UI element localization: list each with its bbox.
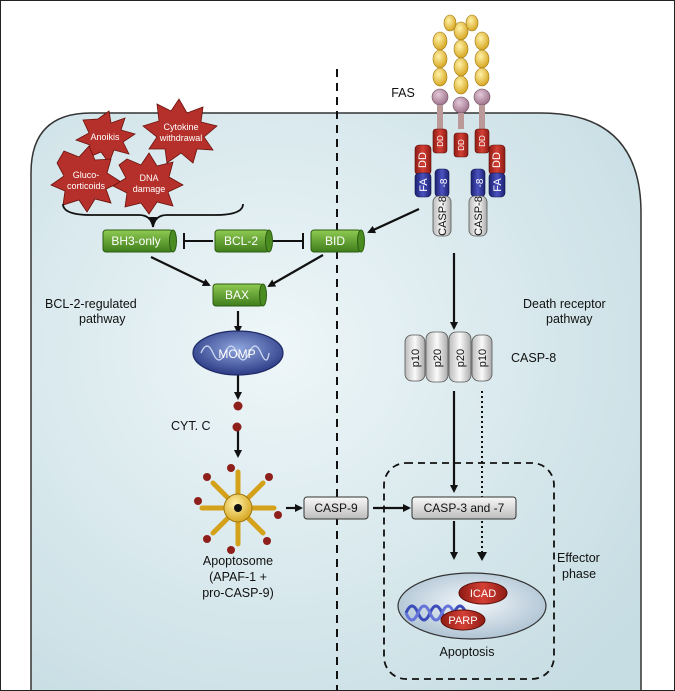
cytokine-label-1: Cytokine (163, 122, 198, 132)
dna-label-2: damage (133, 184, 166, 194)
casp8-dimer-right: CASP-8 (473, 196, 485, 236)
bid-label: BID (325, 234, 345, 248)
cytc-label: CYT. C (171, 419, 211, 433)
dotted-arrow (477, 391, 487, 561)
icad-label: ICAD (470, 588, 496, 600)
subunit-2: p20 (432, 349, 444, 367)
cytokine-label-2: withdrawal (159, 133, 203, 143)
casp8-active: p10 p20 p20 p10 (404, 331, 493, 383)
bcl2-node: BCL-2 (214, 229, 273, 253)
bcl2-pathway-label-2: pathway (79, 312, 126, 326)
bcl2-inhibitions (183, 233, 304, 249)
death-pathway-label-2: pathway (546, 312, 593, 326)
glucocorticoids-star (50, 145, 122, 213)
fas-receptor: DD DD DD DD DD FA FA -8 -8 CASP-8 CASP-8 (414, 14, 506, 237)
bcl2-pathway-label-1: BCL-2-regulated (45, 297, 137, 311)
cell-body (30, 112, 642, 690)
parp-label: PARP (448, 615, 477, 627)
fa-left: FA (418, 178, 430, 192)
bh3-node: BH3-only (102, 229, 177, 253)
bid-node: BID (310, 229, 365, 253)
cytokine-star (142, 98, 218, 164)
apoptosome (194, 464, 282, 554)
minus8-left: -8 (439, 178, 450, 187)
bax-node: BAX (212, 283, 267, 307)
dna-label-1: DNA (139, 173, 158, 183)
fadd-dd-right: DD (491, 152, 503, 168)
casp9-node: CASP-9 (303, 496, 369, 520)
casp8-label: CASP-8 (511, 351, 556, 365)
dd-label-3: DD (478, 135, 487, 147)
death-pathway-label-1: Death receptor (523, 297, 606, 311)
effector-box (383, 462, 555, 680)
effector-label-2: phase (562, 567, 596, 581)
subunit-1: p10 (410, 349, 422, 367)
bcl2-label: BCL-2 (224, 234, 258, 248)
fas-label: FAS (391, 86, 415, 100)
bh3-label: BH3-only (111, 234, 160, 248)
dna-damage-star (112, 152, 184, 215)
effector-label-1: Effector (557, 551, 600, 565)
gluco-label-2: corticoids (67, 181, 106, 191)
casp9-label: CASP-9 (314, 501, 358, 515)
fa-right: FA (492, 178, 504, 192)
subunit-3: p20 (455, 349, 467, 367)
apoptosome-label-2: (APAF-1 + (209, 570, 267, 584)
fadd-dd-left: DD (417, 152, 429, 168)
dd-label-1: DD (436, 135, 445, 147)
arrows (149, 208, 458, 560)
gluco-label-1: Gluco- (73, 170, 100, 180)
stimuli: Anoikis Cytokine withdrawal Gluco- corti… (50, 98, 218, 215)
minus8-right: -8 (475, 178, 486, 187)
apoptosome-label-3: pro-CASP-9) (202, 586, 274, 600)
subunit-4: p10 (477, 349, 489, 367)
dd-label-2: DD (457, 139, 466, 151)
casp37-label: CASP-3 and -7 (424, 501, 505, 515)
casp37-node: CASP-3 and -7 (411, 496, 517, 520)
apoptosome-label-1: Apoptosome (203, 554, 273, 568)
anoikis-label: Anoikis (90, 132, 120, 142)
casp8-dimer-left: CASP-8 (437, 196, 449, 236)
apoptosis-label: Apoptosis (440, 645, 495, 659)
cytc-group: CYT. C (171, 401, 243, 433)
mitochondrion: MOMP (192, 330, 284, 376)
nucleus: ICAD PARP (397, 572, 547, 640)
bax-label: BAX (225, 288, 249, 302)
momp-label: MOMP (218, 347, 255, 361)
stimuli-brace (62, 203, 244, 228)
